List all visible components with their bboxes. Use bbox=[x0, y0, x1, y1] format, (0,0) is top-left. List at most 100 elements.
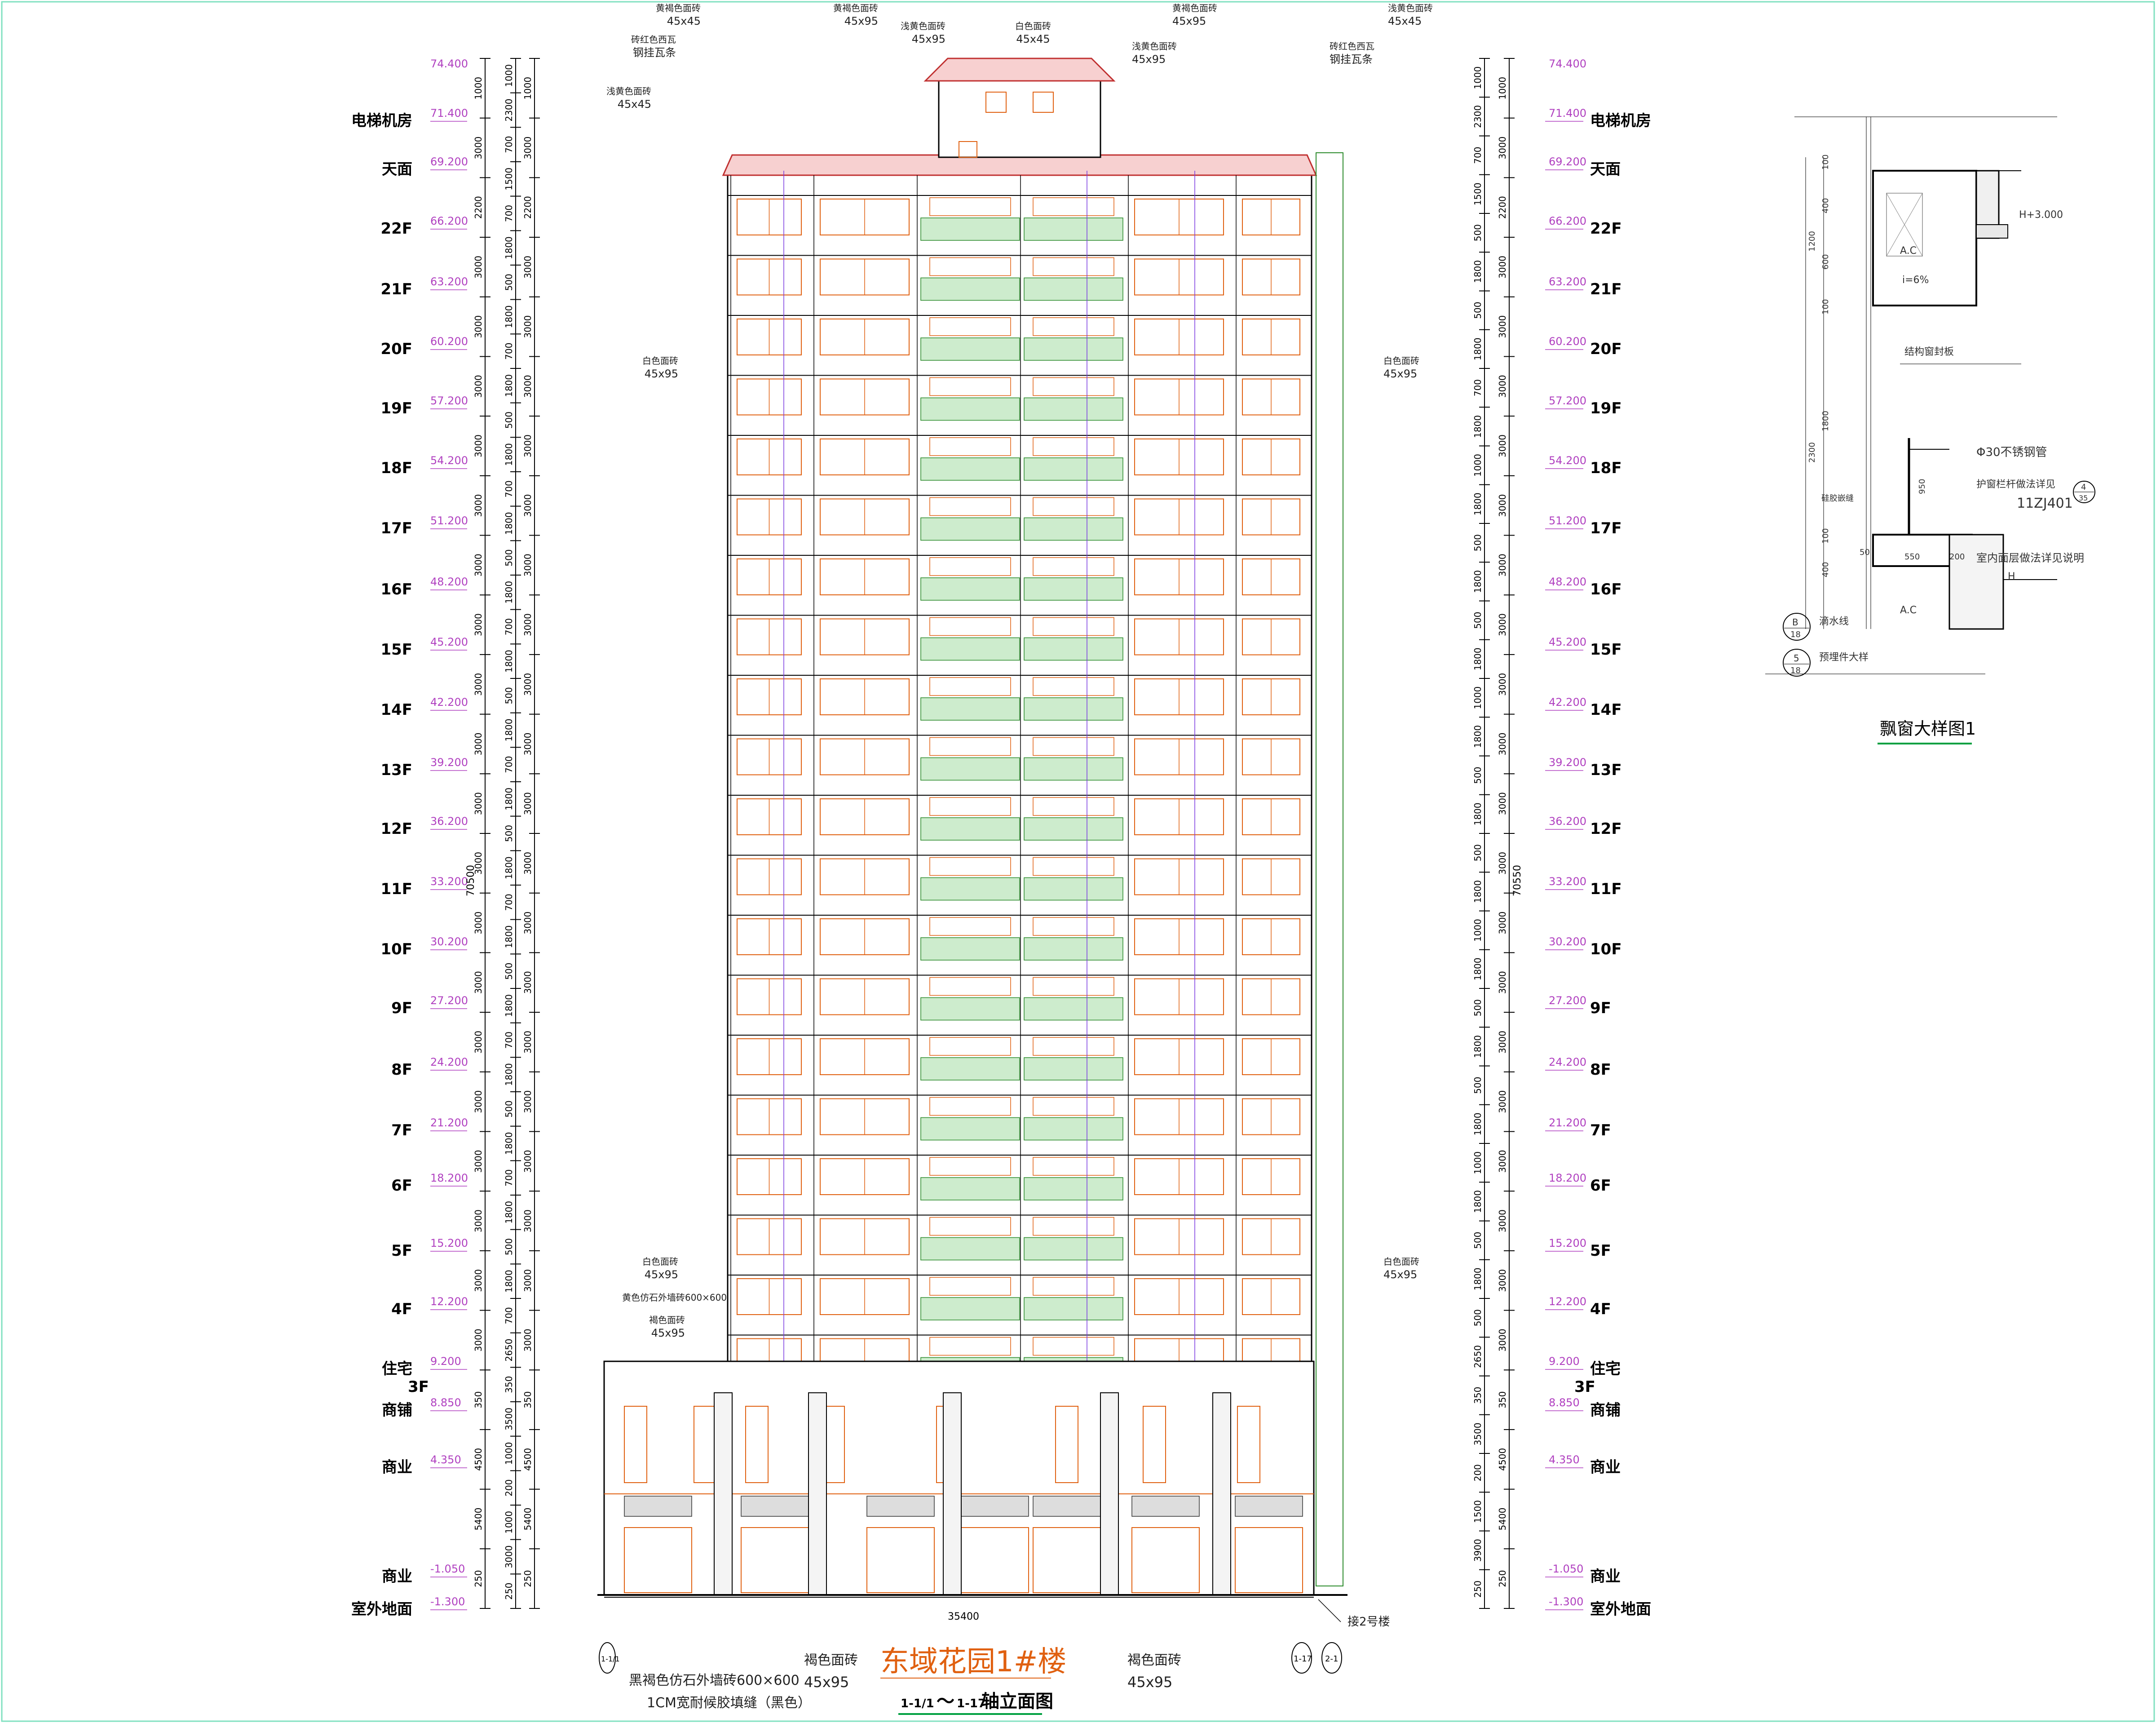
elevation-left: 27.200 bbox=[430, 994, 468, 1007]
axis-bubble-left: 1-1/1 bbox=[599, 1642, 620, 1674]
dim-chain-left-edge-value: 2200 bbox=[522, 196, 533, 219]
title-block: 东域花园1#楼 1-1/1 ～ 1-17 轴立面图 黑褐色仿石外墙砖600×60… bbox=[599, 1597, 1390, 1715]
shopfront-transom bbox=[1235, 1496, 1303, 1517]
dim-chain-left-edge-value: 3000 bbox=[522, 256, 533, 279]
floor-label-left: 5F bbox=[391, 1242, 412, 1260]
callout-material: 白色面砖 bbox=[1383, 1256, 1419, 1267]
balcony-railing bbox=[920, 577, 1020, 601]
detail-b18-num: B bbox=[1792, 617, 1798, 628]
dim-chain-left-inner-value: 3000 bbox=[504, 1546, 514, 1568]
dim-chain-right-outer-value: 200 bbox=[1472, 1464, 1483, 1481]
machine-room-vent bbox=[959, 141, 977, 158]
subtitle-axis-left: 1-1/1 bbox=[901, 1697, 934, 1710]
dim-chain-left-edge-value: 3000 bbox=[522, 912, 533, 935]
elevation-right: 36.200 bbox=[1549, 815, 1586, 828]
elevation-right: 63.200 bbox=[1549, 275, 1586, 288]
detail-dim-950: 950 bbox=[1917, 479, 1927, 494]
balcony-door bbox=[929, 737, 1011, 756]
floor-label-left: 13F bbox=[380, 761, 412, 779]
dim-chain-left-inner-value: 1800 bbox=[504, 994, 514, 1017]
shopfront-door bbox=[866, 1527, 935, 1593]
balcony-railing bbox=[1024, 637, 1123, 661]
callout-size: 45x45 bbox=[1016, 33, 1050, 45]
dim-chain-left-outer-value: 3000 bbox=[473, 733, 484, 756]
balcony-railing bbox=[920, 337, 1020, 361]
floor-label-right: 19F bbox=[1590, 399, 1622, 417]
elevation-right: 48.200 bbox=[1549, 576, 1586, 588]
dim-chain-left-inner-value: 1800 bbox=[504, 374, 514, 397]
detail-ref-num: 4 bbox=[2081, 483, 2086, 492]
bay-window-detail: H+3.000 A.C i=6% 结构窗封板 Φ30不锈钢管 护窗栏杆做法详见 … bbox=[1765, 116, 2095, 744]
dim-chain-right-outer-value: 1800 bbox=[1472, 1112, 1483, 1135]
detail-drip-note: 滴水线 bbox=[1819, 616, 1849, 627]
dim-chain-right-inner-value: 250 bbox=[1497, 1570, 1508, 1587]
balcony-door bbox=[1033, 917, 1114, 936]
podium-column bbox=[1212, 1392, 1231, 1595]
dim-chain-left-inner-value: 500 bbox=[504, 412, 514, 429]
balcony-railing bbox=[1024, 277, 1123, 301]
balcony-door bbox=[929, 1337, 1011, 1356]
balcony-railing bbox=[1024, 937, 1123, 961]
dim-chain-left-outer-value: 250 bbox=[473, 1570, 484, 1587]
dim-chain-left-inner-value: 500 bbox=[504, 825, 514, 842]
detail-518-num: 5 bbox=[1794, 653, 1799, 664]
elevation-right: 18.200 bbox=[1549, 1172, 1586, 1184]
detail-seal-note: 硅胶嵌缝 bbox=[1821, 494, 1854, 503]
dim-chain-right-outer-value: 1800 bbox=[1472, 1035, 1483, 1058]
dim-chain-right-outer-value: 500 bbox=[1472, 612, 1483, 629]
dim-chain-right-inner-value: 3000 bbox=[1497, 256, 1508, 279]
dim-chain-right-outer-value: 500 bbox=[1472, 844, 1483, 861]
balcony-railing bbox=[920, 277, 1020, 301]
floor-label-3f-left: 3F bbox=[408, 1378, 429, 1396]
elevation-left: 9.200 bbox=[430, 1355, 461, 1368]
dim-chain-right-outer-value: 1800 bbox=[1472, 492, 1483, 515]
dim-chain-left-outer-value: 3000 bbox=[473, 1209, 484, 1232]
dim-chain-right-outer-value: 500 bbox=[1472, 1232, 1483, 1249]
floor-label-left: 21F bbox=[380, 280, 412, 298]
dim-chain-left-edge-value: 3000 bbox=[522, 554, 533, 576]
dim-chain-left-outer-value: 3000 bbox=[473, 494, 484, 517]
callout-size: 45x95 bbox=[844, 15, 878, 27]
balcony-door bbox=[929, 857, 1011, 876]
dim-chain-left-inner-value: 500 bbox=[504, 1100, 514, 1117]
callout-material: 砖红色西瓦 bbox=[1330, 41, 1374, 52]
elevation-right: 30.200 bbox=[1549, 935, 1586, 948]
shopfront-transom bbox=[624, 1496, 692, 1517]
dim-chain-right-inner-value: 3000 bbox=[1497, 1090, 1508, 1113]
dim-chain-left-edge-value: 3000 bbox=[522, 137, 533, 159]
floor-label-left: 16F bbox=[380, 580, 412, 598]
callout-size: 45x95 bbox=[1383, 1268, 1417, 1281]
dim-chain-right-outer-value: 2650 bbox=[1472, 1345, 1483, 1368]
dim-chain-right-inner-value: 1000 bbox=[1497, 77, 1508, 100]
detail-ac-box bbox=[1886, 193, 1923, 257]
dim-chain-left-edge-value: 3000 bbox=[522, 1150, 533, 1173]
dim-chain-left-inner-value: 1800 bbox=[504, 236, 514, 259]
balcony-door bbox=[929, 917, 1011, 936]
callout-material: 褐色面砖 bbox=[649, 1315, 685, 1325]
subtitle-text: 轴立面图 bbox=[981, 1691, 1053, 1712]
dim-chain-left-inner-value: 1800 bbox=[504, 1201, 514, 1224]
balcony-railing bbox=[920, 217, 1020, 241]
floor-label-right: 室外地面 bbox=[1590, 1600, 1651, 1618]
balcony-railing bbox=[920, 877, 1020, 901]
dim-chain-left-inner-value: 2650 bbox=[504, 1339, 514, 1362]
balcony-door bbox=[1033, 437, 1114, 456]
floor-label-right: 天面 bbox=[1590, 160, 1621, 178]
dim-chain-right-outer-value: 1800 bbox=[1472, 802, 1483, 825]
floor-label-left: 商业 bbox=[382, 1458, 412, 1476]
dim-chain-right-outer-value: 350 bbox=[1472, 1387, 1483, 1404]
floor-label-left: 室外地面 bbox=[351, 1600, 412, 1618]
callout-material: 白色面砖 bbox=[642, 1256, 678, 1267]
dim-chain-left-edge-value: 3000 bbox=[522, 673, 533, 696]
floor-label-left: 18F bbox=[380, 459, 412, 477]
dim-chain-left-inner-value: 1800 bbox=[504, 512, 514, 535]
callout-material: 浅黄色面砖 bbox=[1132, 41, 1177, 52]
floor-label-left: 8F bbox=[391, 1061, 412, 1079]
dim-chain-right-outer-value: 1000 bbox=[1472, 66, 1483, 89]
dim-chain-left-inner-value: 1800 bbox=[504, 788, 514, 811]
adjacent-building-edge bbox=[1316, 152, 1343, 1586]
floor-label-right: 商业 bbox=[1590, 1568, 1621, 1586]
elevation-left: 57.200 bbox=[430, 394, 468, 407]
dim-chain-right-outer-value: 500 bbox=[1472, 1309, 1483, 1326]
